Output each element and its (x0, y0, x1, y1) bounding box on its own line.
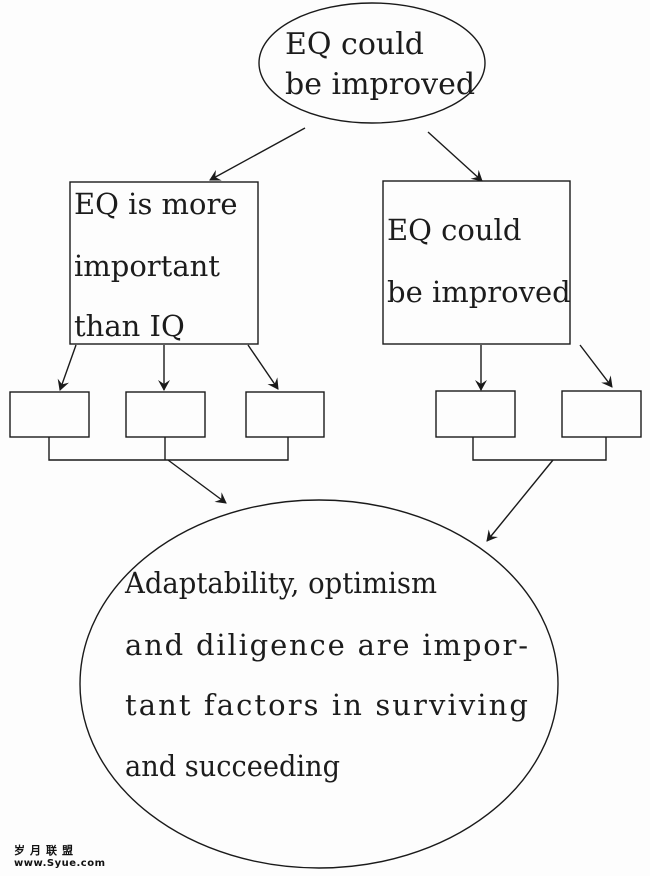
arrow-top-to-right (427, 131, 483, 182)
left-bracket-connector (48, 437, 289, 461)
arrow-right-to-sub-2 (579, 344, 613, 388)
conclusion-line-2: and diligence are impor- (125, 628, 528, 662)
left-node-line-1: EQ is more (74, 187, 238, 221)
watermark-chinese: 岁月联盟 (14, 844, 78, 857)
arrow-left-to-sub-3 (247, 344, 279, 390)
top-node-line-2: be improved (285, 67, 475, 102)
watermark: 岁月联盟 www.Syue.com (14, 844, 106, 870)
arrow-right-group-to-conclusion (486, 459, 554, 542)
watermark-url: www.Syue.com (14, 858, 106, 869)
left-node-box (69, 181, 259, 345)
arrow-top-to-left (209, 127, 306, 181)
conclusion-line-4: and succeeding (125, 749, 340, 783)
arrow-left-group-to-conclusion (167, 459, 227, 504)
left-node-line-3: than IQ (74, 309, 185, 343)
arrow-left-to-sub-1 (57, 344, 77, 391)
left-sub-box-1 (9, 391, 90, 438)
left-sub-box-3 (245, 391, 325, 438)
top-node-line-1: EQ could (285, 27, 424, 62)
right-node-box (382, 180, 571, 345)
right-sub-box-2 (561, 390, 642, 438)
left-sub-box-2 (125, 391, 206, 438)
top-node-ellipse (258, 2, 486, 124)
conclusion-node-ellipse (79, 499, 559, 869)
right-bracket-connector (472, 437, 607, 461)
conclusion-line-1: Adaptability, optimism (124, 566, 437, 600)
right-sub-box-1 (435, 390, 516, 438)
left-node-line-2: important (74, 249, 220, 283)
right-node-line-2: be improved (387, 275, 571, 309)
conclusion-line-3: tant factors in surviving (125, 688, 528, 722)
right-node-line-1: EQ could (387, 213, 521, 247)
